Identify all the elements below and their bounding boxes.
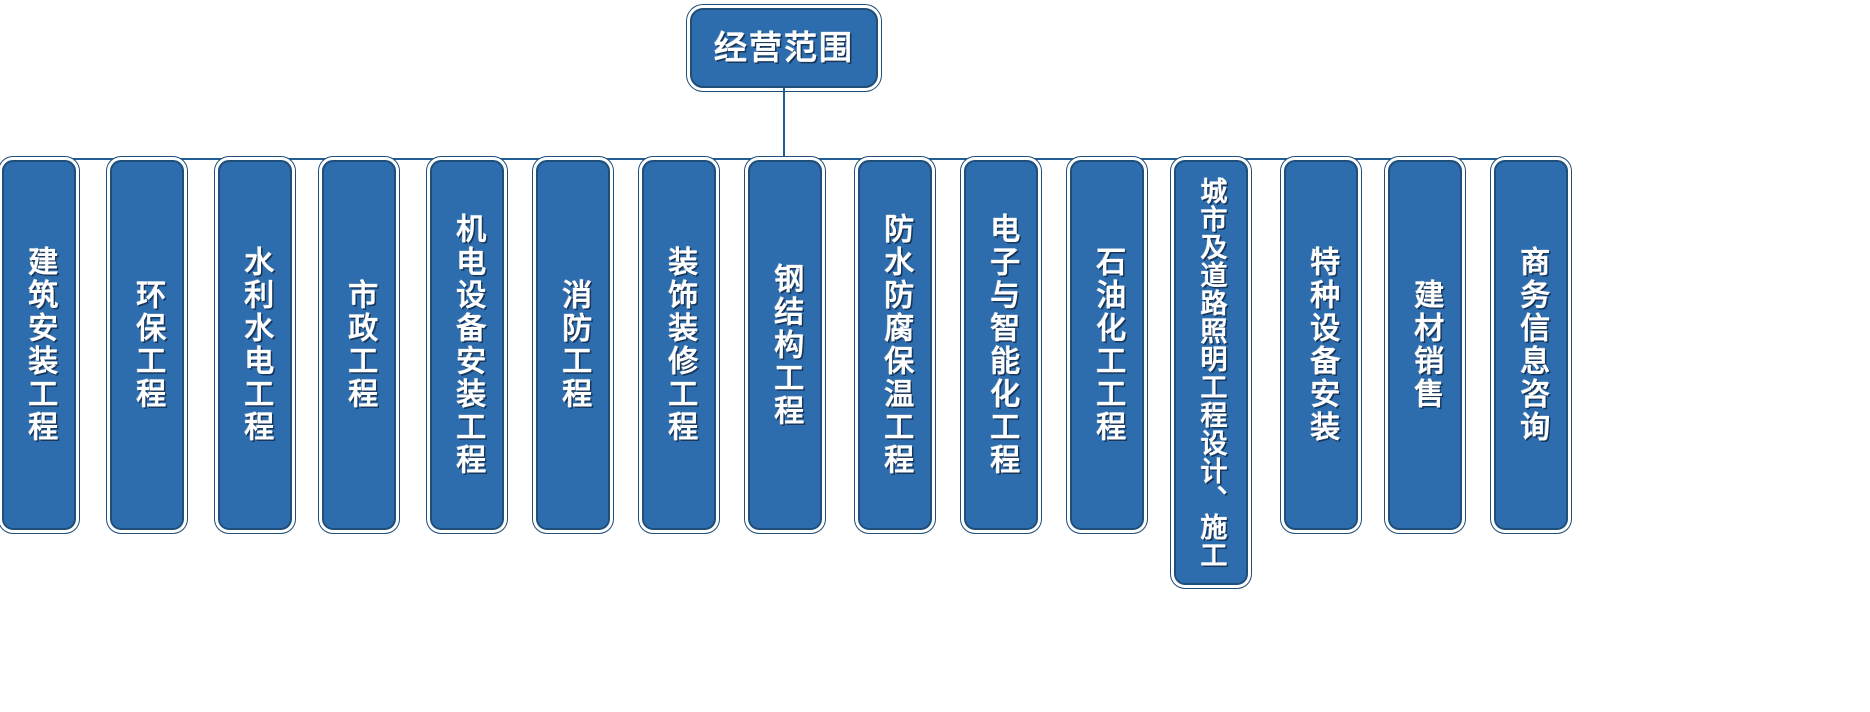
leaf-node-11[interactable]: 石油化工工程 (1070, 160, 1144, 530)
leaf-node-label: 环保工程 (131, 279, 165, 411)
leaf-node-12[interactable]: 城市及道路照明工程设计、施工 (1174, 160, 1248, 585)
leaf-node-2[interactable]: 环保工程 (110, 160, 184, 530)
leaf-node-1[interactable]: 建筑安装工程 (2, 160, 76, 530)
root-node-business-scope[interactable]: 经营范围 (690, 8, 878, 88)
leaf-node-4[interactable]: 市政工程 (322, 160, 396, 530)
leaf-node-label: 特种设备安装 (1305, 246, 1339, 444)
leaf-node-label: 建材销售 (1409, 279, 1443, 411)
leaf-node-label: 市政工程 (343, 279, 377, 411)
leaf-node-6[interactable]: 消防工程 (536, 160, 610, 530)
leaf-node-label: 机电设备安装工程 (451, 213, 485, 477)
leaf-node-3[interactable]: 水利水电工程 (218, 160, 292, 530)
leaf-node-label: 城市及道路照明工程设计、施工 (1196, 176, 1227, 569)
leaf-node-label: 防水防腐保温工程 (879, 213, 913, 477)
leaf-node-8[interactable]: 钢结构工程 (748, 160, 822, 530)
leaf-node-label: 商务信息咨询 (1515, 246, 1549, 444)
leaf-node-7[interactable]: 装饰装修工程 (642, 160, 716, 530)
leaf-node-15[interactable]: 商务信息咨询 (1494, 160, 1568, 530)
leaf-node-label: 消防工程 (557, 279, 591, 411)
connector-vertical (783, 88, 785, 158)
leaf-node-14[interactable]: 建材销售 (1388, 160, 1462, 530)
leaf-node-label: 建筑安装工程 (23, 246, 57, 444)
leaf-node-10[interactable]: 电子与智能化工程 (964, 160, 1038, 530)
leaf-node-label: 石油化工工程 (1091, 246, 1125, 444)
root-node-label: 经营范围 (714, 28, 854, 66)
leaf-node-label: 水利水电工程 (239, 246, 273, 444)
leaf-node-5[interactable]: 机电设备安装工程 (430, 160, 504, 530)
leaf-node-label: 电子与智能化工程 (985, 213, 1019, 477)
leaf-node-9[interactable]: 防水防腐保温工程 (858, 160, 932, 530)
leaf-node-label: 钢结构工程 (769, 262, 803, 428)
leaf-node-label: 装饰装修工程 (663, 246, 697, 444)
leaf-node-13[interactable]: 特种设备安装 (1284, 160, 1358, 530)
